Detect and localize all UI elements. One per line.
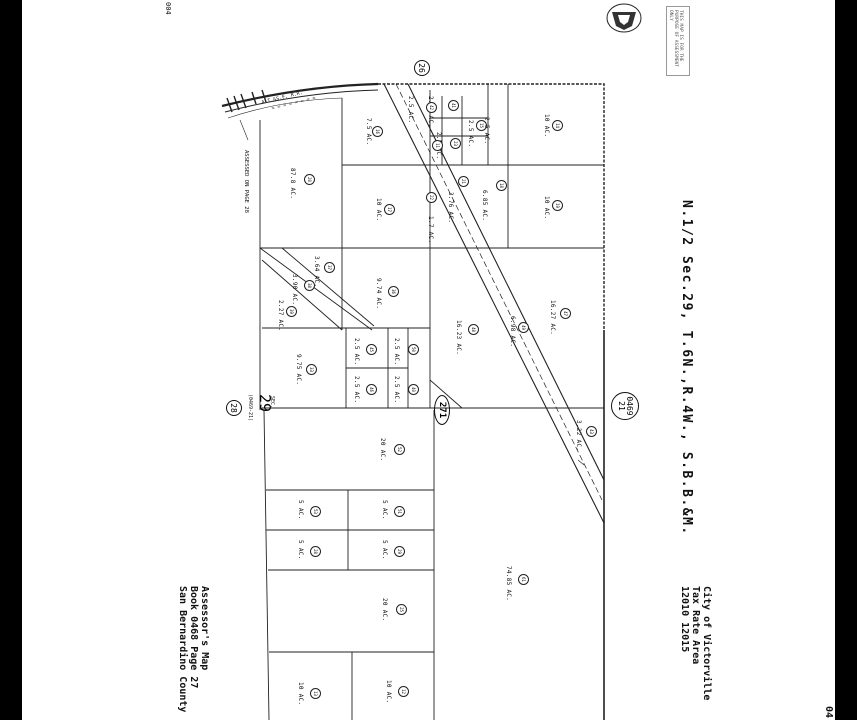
parcel-map-drawing: A.T.&S.F. R.R. = = = = = = = = <box>221 82 605 720</box>
parcel-number: 29 <box>394 546 405 557</box>
parcel-number: 52 <box>394 444 405 455</box>
map-title: N.1/2 Sec.29, T.6N.,R.4W., S.B.B.&M. <box>679 200 694 536</box>
road-number-oval: 271 <box>434 395 450 425</box>
parcel-number: 51 <box>394 506 405 517</box>
parcel-number: 42 <box>426 102 437 113</box>
parcel-number: 20 <box>304 174 315 185</box>
parcel-area: 2.5 AC. <box>393 338 400 366</box>
parcel-number: 23 <box>450 138 461 149</box>
parcel-area: 2.5 AC. <box>353 338 360 366</box>
assessed-note: ASSESSED ON PAGE 28 <box>243 150 249 213</box>
parcel-number: 14 <box>552 120 563 131</box>
parcel-area: 3.76 AC. <box>447 192 454 224</box>
parcel-area: 3.90 AC. <box>291 274 298 306</box>
assessor-county: San Bernardino County <box>177 586 188 713</box>
parcel-area: 3.22 AC. <box>575 420 582 452</box>
parcel-area: 2.27 AC. <box>277 300 284 332</box>
parcel-area: 6.85 AC. <box>481 190 488 222</box>
parcel-number: 11 <box>432 140 443 151</box>
parcel-area: 10 AC. <box>543 196 550 220</box>
assessor-book-page: Book 0468 Page 27 <box>188 586 199 689</box>
parcel-number: 49 <box>518 322 529 333</box>
parcel-number: 36 <box>388 286 399 297</box>
parcel-area: 16.27 AC. <box>549 300 556 336</box>
parcel-area: 5 AC. <box>381 500 388 520</box>
parcel-number: 38 <box>304 280 315 291</box>
tax-rate-label: Tax Rate Area <box>690 586 701 665</box>
section-word: SEC. <box>269 396 275 409</box>
parcel-area: 2.5 AC. <box>407 96 414 124</box>
parcel-area: 10 AC. <box>543 114 550 138</box>
parcel-area: 6.98 AC. <box>509 316 516 348</box>
parcel-number: 13 <box>310 688 321 699</box>
parcel-number: 53 <box>310 506 321 517</box>
parcel-number: 25 <box>396 604 407 615</box>
parcel-area: 16.23 AC. <box>455 320 462 356</box>
disclaimer-text: THIS MAP IS FOR THE PURPOSE OF ASSESSMEN… <box>668 10 683 67</box>
city-name: City of Victorville <box>701 586 712 701</box>
parcel-area: 9.75 AC. <box>295 354 302 386</box>
parcel-number: 16 <box>372 126 383 137</box>
parcel-number: 37 <box>324 262 335 273</box>
page-code-top: 004 <box>164 2 172 15</box>
parcel-number: 18 <box>496 180 507 191</box>
assessor-block: Assessor's Map Book 0468 Page 27 San Ber… <box>177 586 210 712</box>
parcel-number: 21 <box>458 176 469 187</box>
parcel-area: 5 AC. <box>297 540 304 560</box>
assessor-title: Assessor's Map <box>199 586 210 671</box>
parcel-number: 48 <box>468 324 479 335</box>
parcel-area: 5 AC. <box>381 540 388 560</box>
parcel-number: 22 <box>426 192 437 203</box>
parcel-number: 12 <box>398 686 409 697</box>
tax-rate-codes: 12010 12015 <box>679 586 690 653</box>
book-page-circle: 0469 21 <box>611 392 639 420</box>
parcel-area: 87.8 AC. <box>289 168 296 200</box>
parcel-area: 9.74 AC. <box>375 278 382 310</box>
parcel-number: 45 <box>366 344 377 355</box>
parcel-number: 19 <box>552 200 563 211</box>
section-number-left: 28 <box>226 400 242 416</box>
parcel-number: 17 <box>384 204 395 215</box>
parcel-area: 74.85 AC. <box>505 566 512 602</box>
parcel-number: 46 <box>366 384 377 395</box>
parcel-area: 2.5 AC. <box>393 376 400 404</box>
book-number: 0469 <box>625 396 634 416</box>
section-sub-ref: (0469-21) <box>247 394 253 422</box>
parcel-area: 5 AC. <box>297 500 304 520</box>
parcel-area: 7.5 AC. <box>365 118 372 146</box>
parcel-number: 39 <box>286 306 297 317</box>
parcel-area: 20 AC. <box>379 438 386 462</box>
parcel-number: 41 <box>448 100 459 111</box>
parcel-area: 20 AC. <box>381 598 388 622</box>
city-block: City of Victorville Tax Rate Area 12010 … <box>679 586 712 700</box>
parcel-area: 10 AC. <box>297 682 304 706</box>
parcel-area: 10 AC. <box>385 680 392 704</box>
parcel-number: 33 <box>306 364 317 375</box>
book-page-number: 21 <box>617 401 626 411</box>
parcel-number: 40 <box>408 384 419 395</box>
parcel-area: 10 AC. <box>375 198 382 222</box>
parcel-area: 2.5 AC. <box>483 117 490 145</box>
assessor-map-sheet: A.T.&S.F. R.R. = = = = = = = = 004 THIS … <box>22 0 835 720</box>
parcel-area: 2.5 AC. <box>467 120 474 148</box>
disclaimer-box: THIS MAP IS FOR THE PURPOSE OF ASSESSMEN… <box>666 6 690 76</box>
county-seal-icon <box>606 3 642 33</box>
parcel-number: 47 <box>560 308 571 319</box>
parcel-number: 50 <box>408 344 419 355</box>
page-code-bottom: 04 <box>823 706 834 719</box>
parcel-number: 28 <box>310 546 321 557</box>
parcel-area: 1.7 AC. <box>427 216 434 244</box>
parcel-number: 43 <box>586 426 597 437</box>
parcel-area: 2.5 AC. <box>353 376 360 404</box>
section-number-top: 26 <box>414 60 430 76</box>
parcel-number: 61 <box>518 574 529 585</box>
